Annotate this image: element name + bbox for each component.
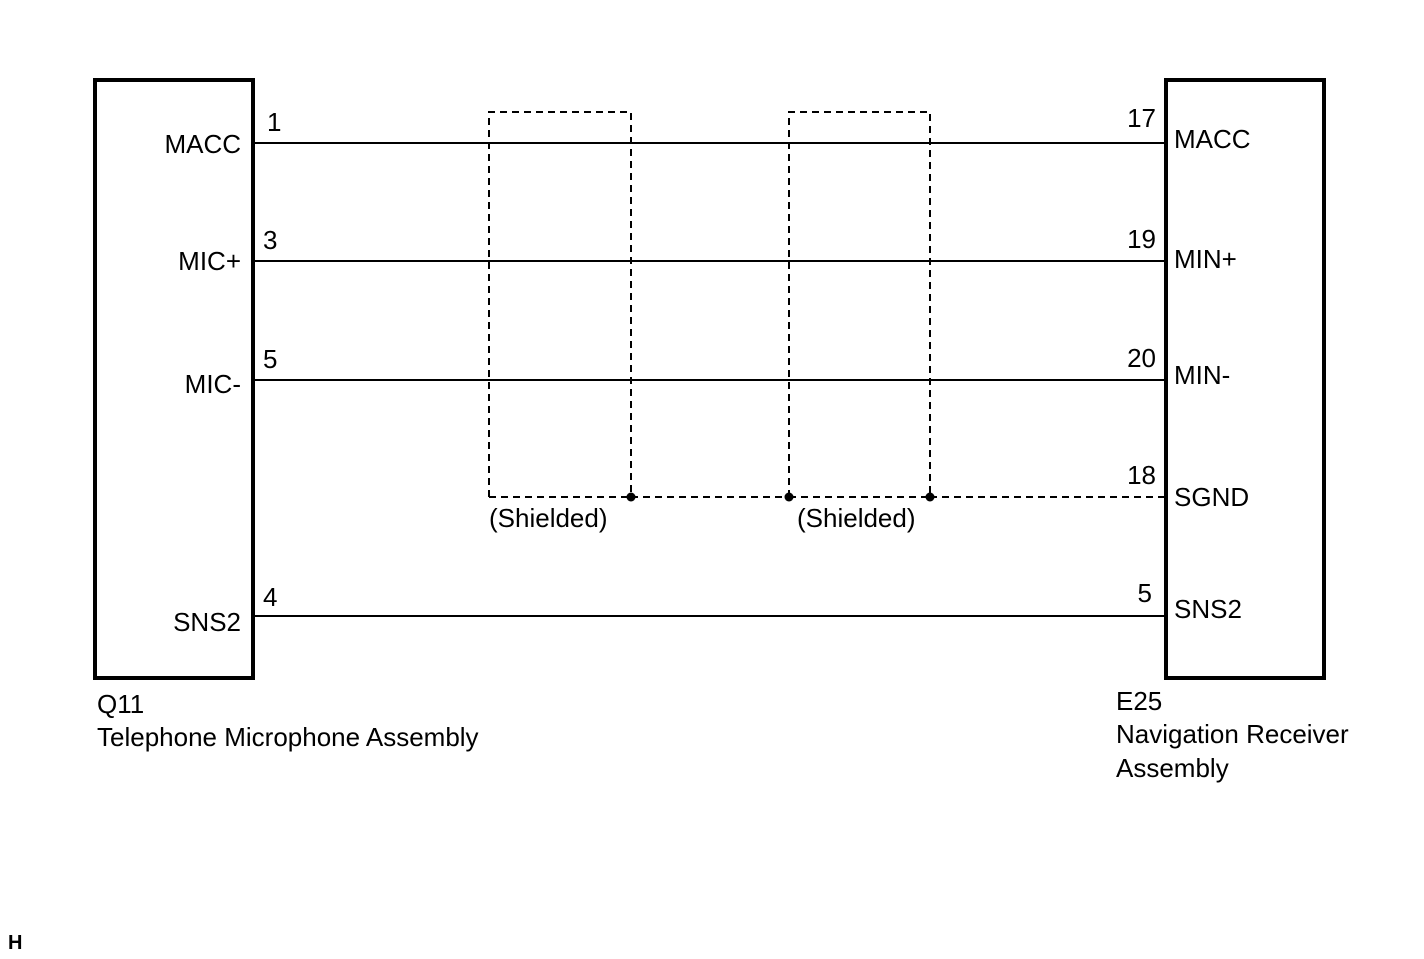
left-pin-number: 5 [263, 344, 277, 374]
right-pin-number: 18 [1127, 460, 1156, 490]
right-terminal-label: MIN+ [1174, 244, 1237, 274]
left-terminal-label: MIC+ [178, 246, 241, 276]
junction-dot [784, 492, 794, 502]
left-terminal-label: MIC- [185, 369, 241, 399]
right-connector-code: E25 [1116, 686, 1162, 716]
left-connector-name: Telephone Microphone Assembly [97, 722, 479, 752]
right-pin-number: 20 [1127, 343, 1156, 373]
right-pin-number: 19 [1127, 224, 1156, 254]
left-pin-number: 4 [263, 582, 277, 612]
left-pin-number: 3 [263, 225, 277, 255]
right-pin-number: 5 [1138, 578, 1152, 608]
right-terminal-label: MACC [1174, 124, 1251, 154]
right-connector-name-cont: Assembly [1116, 753, 1229, 783]
shield-1 [488, 111, 632, 498]
shield-2 [788, 111, 931, 498]
right-terminal-label: SNS2 [1174, 594, 1242, 624]
left-pin-number: 1 [267, 107, 281, 137]
left-connector-code: Q11 [97, 689, 144, 719]
shield-label: (Shielded) [797, 503, 916, 533]
right-terminal-label: SGND [1174, 482, 1249, 512]
right-pin-number: 17 [1127, 103, 1156, 133]
left-terminal-label: SNS2 [173, 607, 241, 637]
right-connector-name: Navigation Receiver [1116, 719, 1349, 749]
right-terminal-label: MIN- [1174, 360, 1230, 390]
shield-label: (Shielded) [489, 503, 608, 533]
corner-tag: H [8, 932, 22, 954]
junction-dot [925, 492, 935, 502]
left-terminal-label: MACC [164, 129, 241, 159]
junction-dot [626, 492, 636, 502]
